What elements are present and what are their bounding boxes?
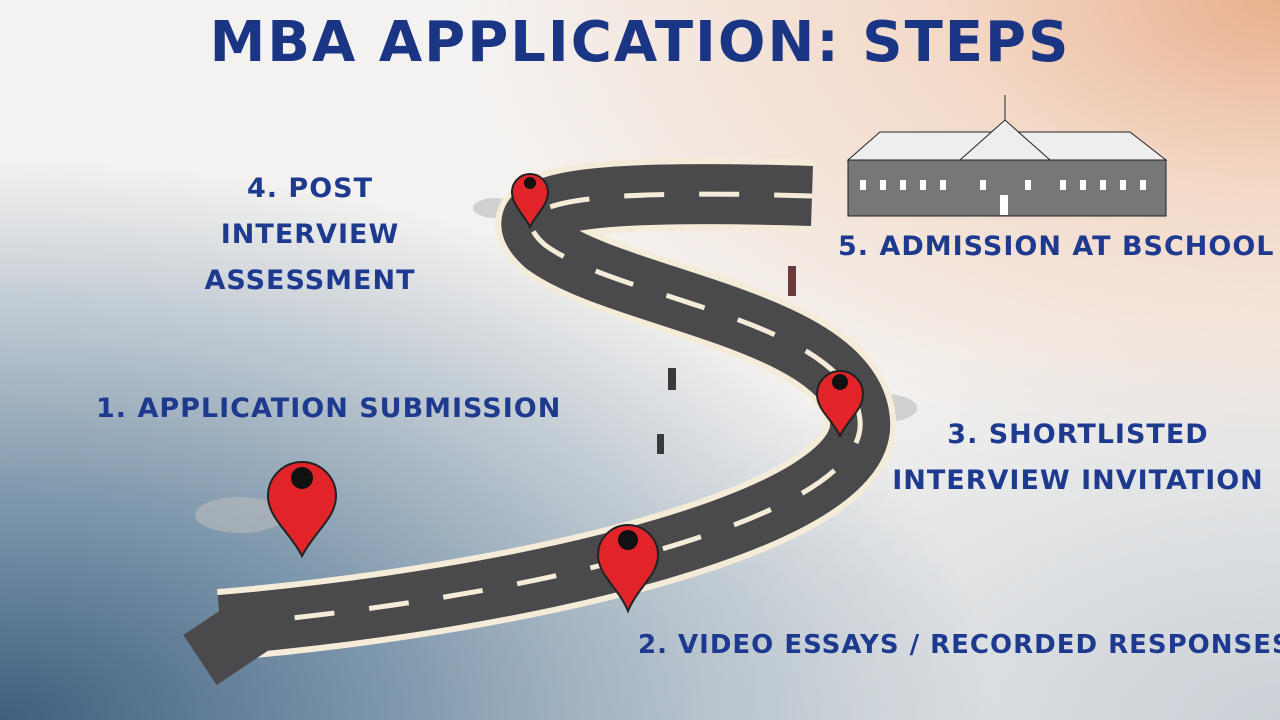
school-building-drawing (846, 95, 1168, 217)
page-title: MBA APPLICATION: STEPS (209, 10, 1071, 75)
road (183, 158, 897, 685)
walker-figures (657, 266, 796, 454)
step-2-label: 2. Video Essays / Recorded Responses (638, 630, 1280, 660)
map-pin-icon (266, 461, 338, 559)
map-pin-icon (815, 370, 865, 439)
step-1-label: 1. Application Submission (96, 393, 562, 424)
step-5-label: 5. Admission at BSchool (838, 231, 1275, 262)
map-pin-icon (596, 524, 660, 614)
step-3-label: 3. Shortlisted Interview Invitation (892, 419, 1264, 496)
map-pin-icon (510, 173, 550, 230)
step-4-label: 4. Post Interview Assessment (204, 173, 416, 296)
